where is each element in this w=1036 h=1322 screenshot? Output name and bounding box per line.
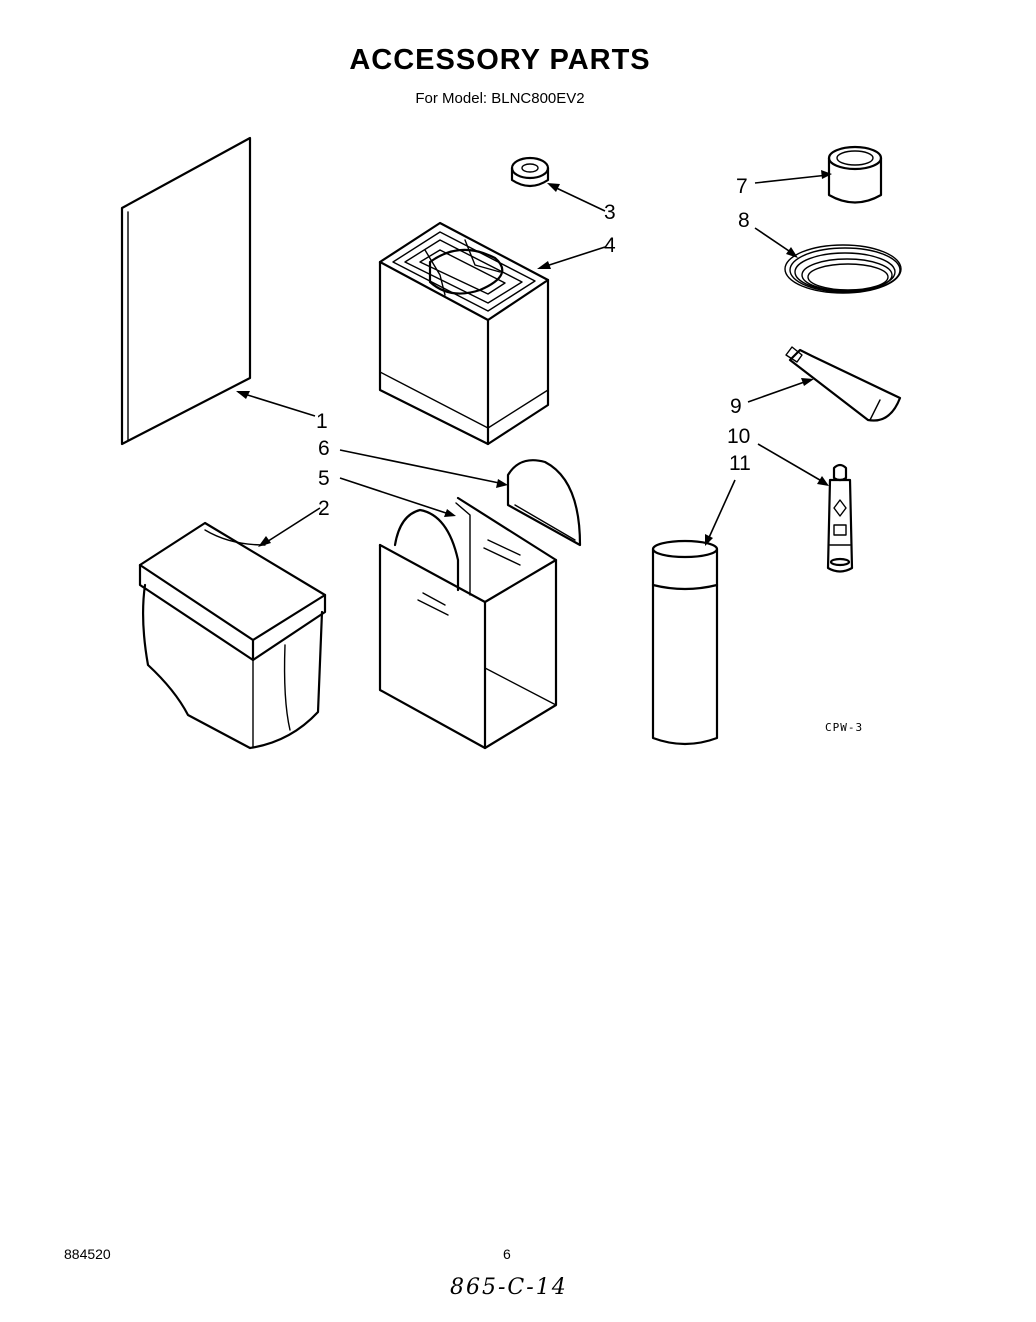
cord-coil-icon bbox=[784, 244, 902, 294]
leader-lines bbox=[236, 170, 832, 547]
bucket-frame-icon bbox=[378, 496, 558, 750]
callout-7: 7 bbox=[736, 175, 748, 198]
touch-up-pen-icon bbox=[826, 463, 854, 573]
handwritten-note: 865-C-14 bbox=[450, 1275, 568, 1300]
page-title: ACCESSORY PARTS bbox=[349, 44, 651, 76]
lid-icon bbox=[506, 459, 582, 547]
callout-10: 10 bbox=[727, 425, 750, 448]
spray-can-icon bbox=[651, 539, 719, 746]
figure-code: CPW-3 bbox=[825, 721, 864, 734]
callout-6: 6 bbox=[318, 437, 330, 460]
tube-icon bbox=[785, 346, 902, 422]
callout-5: 5 bbox=[318, 467, 330, 490]
callout-9: 9 bbox=[730, 395, 742, 418]
callout-8: 8 bbox=[738, 209, 750, 232]
callout-1: 1 bbox=[316, 410, 328, 433]
callout-4: 4 bbox=[604, 234, 616, 257]
document-number: 884520 bbox=[64, 1246, 111, 1262]
paint-can-icon bbox=[827, 145, 883, 204]
callout-2: 2 bbox=[318, 497, 330, 520]
container-icon bbox=[378, 221, 550, 446]
manual-sheet-icon bbox=[120, 136, 252, 446]
page-number: 6 bbox=[503, 1246, 511, 1262]
cap-icon bbox=[510, 156, 550, 188]
callout-3: 3 bbox=[604, 201, 616, 224]
filter-bag-icon bbox=[138, 521, 327, 750]
callout-11: 11 bbox=[729, 452, 751, 475]
model-subtitle: For Model: BLNC800EV2 bbox=[415, 90, 585, 107]
